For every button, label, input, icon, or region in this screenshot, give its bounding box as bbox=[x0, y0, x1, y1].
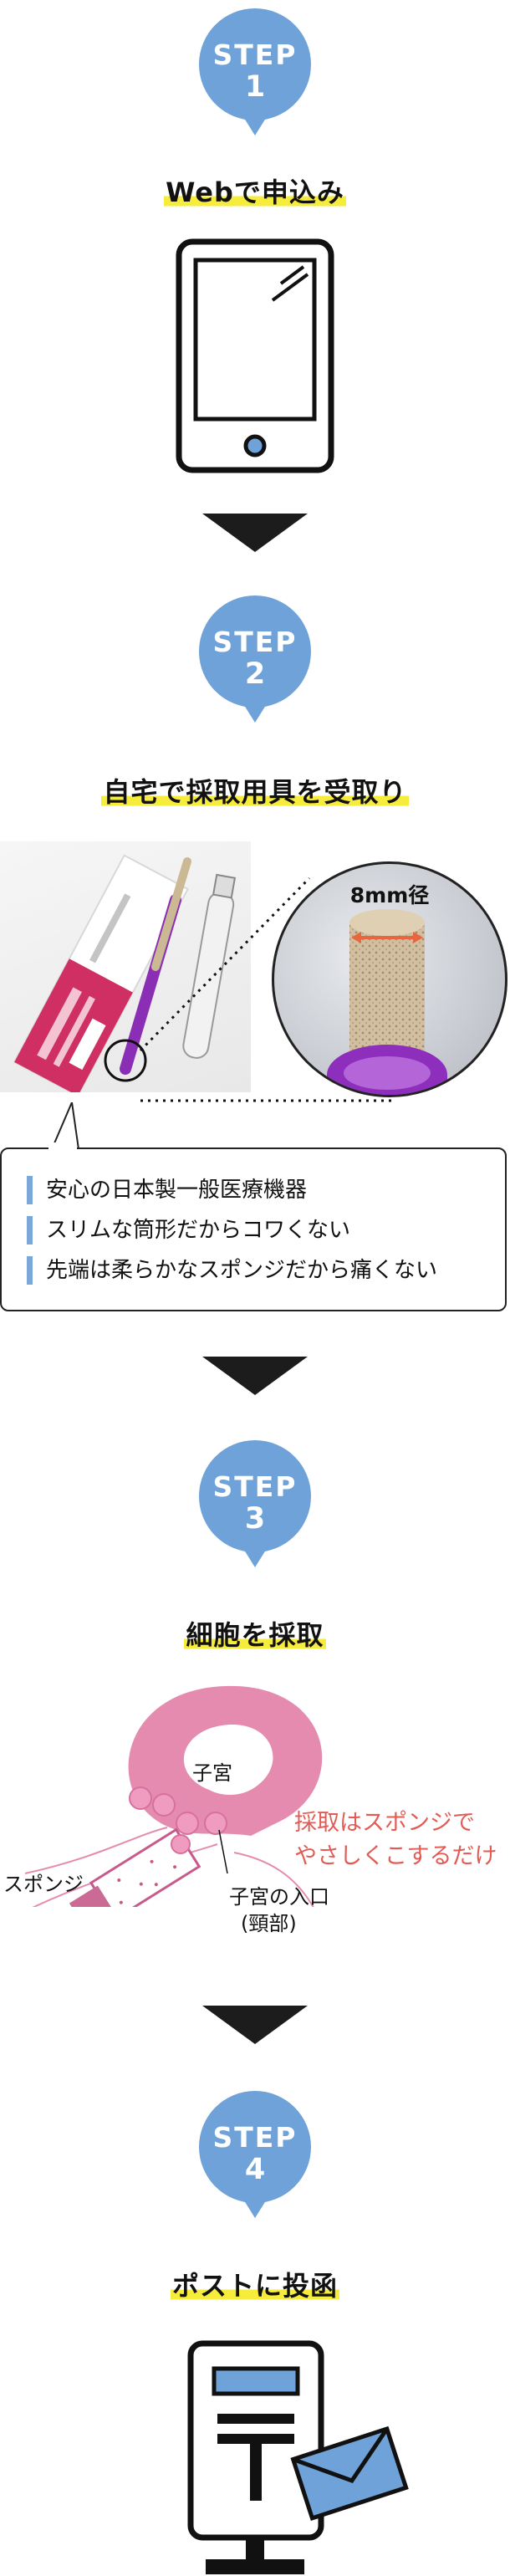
step-3-badge: STEP 3 bbox=[199, 1440, 311, 1567]
sampling-note: やさしくこするだけ bbox=[294, 1843, 497, 1869]
feature-item: 先端は柔らかなスポンジだから痛くない bbox=[27, 1256, 437, 1285]
sponge-label: スポンジ bbox=[3, 1873, 84, 1896]
step-1-title: Webで申込み bbox=[164, 176, 346, 208]
mailbox-icon bbox=[187, 2340, 409, 2574]
step-label: STEP bbox=[212, 626, 298, 658]
feature-item: スリムな筒形だからコワくない bbox=[27, 1216, 350, 1245]
step-2-badge: STEP 2 bbox=[199, 595, 311, 723]
bubble-tail-mask bbox=[48, 1142, 77, 1151]
bubble-tail bbox=[51, 1102, 82, 1150]
sponge-zoom-circle: 8mm径 bbox=[272, 861, 507, 1097]
down-arrow-icon bbox=[202, 514, 308, 552]
features-callout: 安心の日本製一般医療機器 スリムな筒形だからコワくない 先端は柔らかなスポンジだ… bbox=[0, 1147, 507, 1311]
cervix-label: 子宮の入口 bbox=[229, 1885, 329, 1909]
step-3-title: 細胞を採取 bbox=[184, 1619, 326, 1651]
step-number: 2 bbox=[244, 657, 266, 691]
zoom-connector-lines bbox=[139, 877, 393, 1102]
step-label: STEP bbox=[212, 1470, 298, 1503]
step-2-title: 自宅で採取用具を受取り bbox=[101, 776, 409, 808]
sampling-note: 採取はスポンジで bbox=[294, 1810, 475, 1836]
step-4-badge: STEP 4 bbox=[199, 2091, 311, 2218]
sampling-kit-photo bbox=[0, 841, 251, 1097]
step-4-title: ポストに投函 bbox=[170, 2270, 339, 2302]
step-number: 1 bbox=[244, 70, 266, 104]
step-number: 3 bbox=[244, 1502, 266, 1536]
tablet-icon bbox=[176, 238, 334, 473]
step-number: 4 bbox=[244, 2153, 266, 2186]
down-arrow-icon bbox=[202, 2006, 308, 2044]
step-label: STEP bbox=[212, 2121, 298, 2154]
uterus-diagram bbox=[24, 1685, 323, 1907]
cervix-sub-label: (頸部) bbox=[241, 1912, 297, 1935]
feature-item: 安心の日本製一般医療機器 bbox=[27, 1176, 307, 1204]
zoom-diameter-label: 8mm径 bbox=[349, 883, 430, 907]
down-arrow-icon bbox=[202, 1357, 308, 1395]
step-1-badge: STEP 1 bbox=[199, 8, 311, 135]
step-label: STEP bbox=[212, 38, 298, 71]
uterus-label: 子宮 bbox=[192, 1761, 232, 1785]
